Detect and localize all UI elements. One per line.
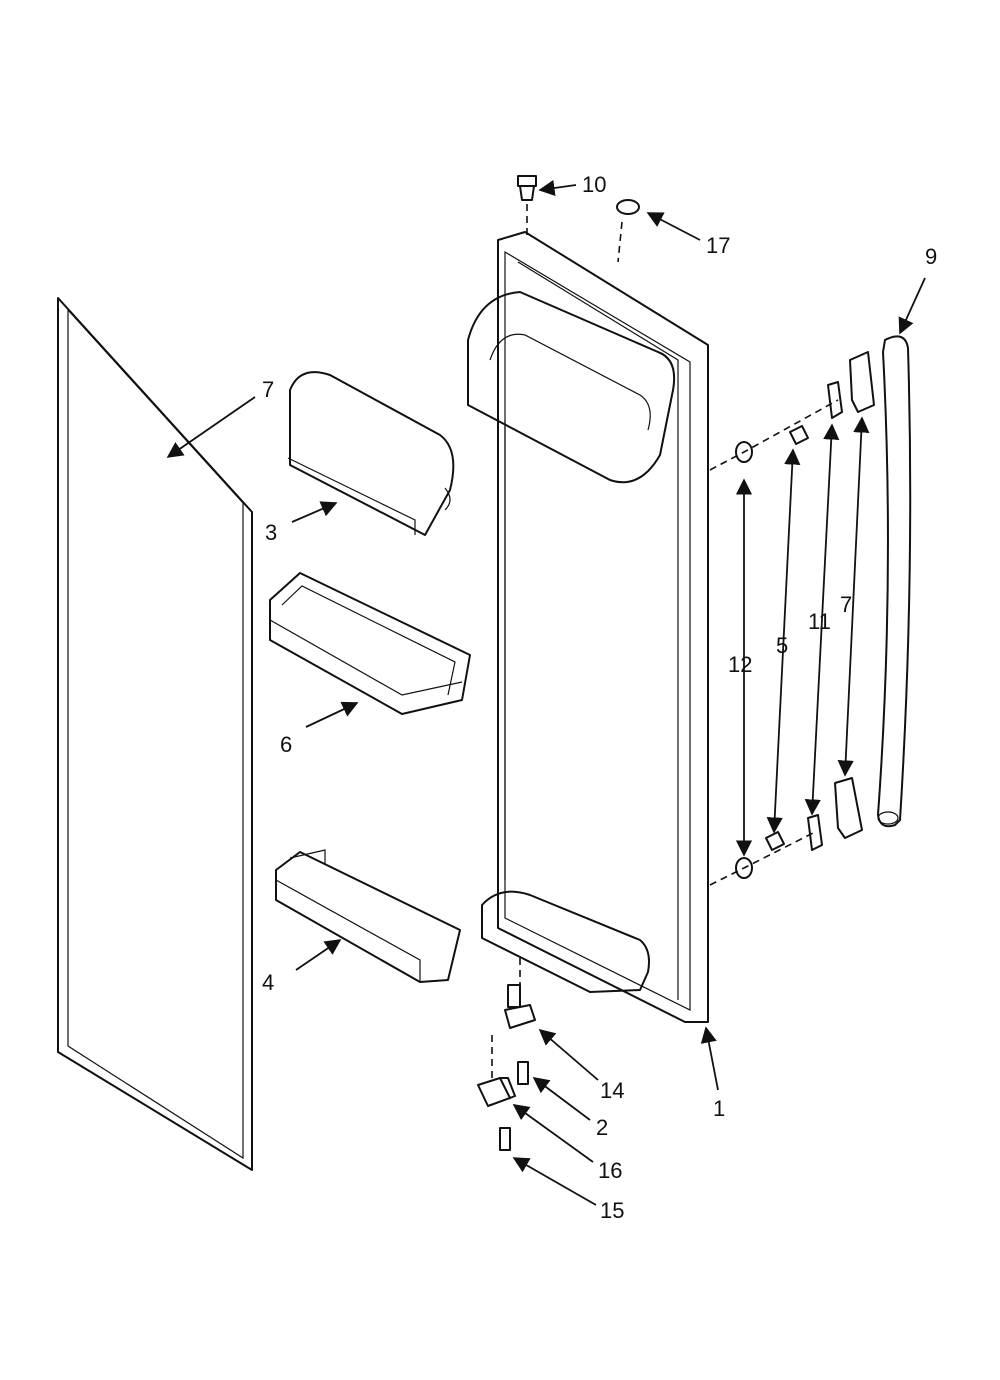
washer-bottom — [735, 857, 753, 879]
leader-4 — [295, 939, 342, 971]
leader-2 — [532, 1077, 591, 1121]
callout-11: 11 — [808, 609, 831, 634]
door-plug — [616, 199, 640, 215]
callout-3: 3 — [265, 520, 277, 545]
callout-7: 7 — [840, 592, 852, 617]
leader-9 — [898, 277, 926, 335]
leader-14 — [538, 1028, 599, 1081]
door-shelf-bar — [275, 849, 461, 983]
plug-button — [517, 175, 537, 201]
leader-15 — [512, 1157, 597, 1206]
callout-2: 2 — [596, 1115, 608, 1140]
dairy-compartment-cover — [287, 371, 455, 536]
door-bin — [269, 572, 471, 715]
leader-8 — [166, 396, 256, 458]
handle-clip-bottom — [807, 814, 823, 851]
refrigerator-door — [467, 231, 709, 1023]
handle-end-cap-bottom — [834, 777, 863, 839]
hinge-screw — [517, 1061, 529, 1085]
handle-clip-top — [827, 381, 843, 419]
handle-screw-top — [789, 425, 809, 445]
leader-6 — [305, 701, 359, 728]
callout-15: 15 — [600, 1198, 624, 1223]
handle-end-cap-top — [849, 351, 875, 413]
leader-11 — [804, 423, 840, 816]
bracket-screw — [499, 1127, 511, 1151]
leader-10 — [538, 179, 577, 197]
callout-1: 1 — [713, 1096, 725, 1121]
washer-top — [735, 441, 753, 463]
leader-16 — [512, 1104, 594, 1163]
callout-10: 10 — [582, 172, 606, 197]
leader-3 — [291, 501, 338, 523]
callout-9: 9 — [925, 244, 937, 269]
callout-17: 17 — [706, 233, 730, 258]
leader-17 — [646, 212, 701, 241]
callout-12: 12 — [728, 652, 752, 677]
hinge-bracket — [477, 1077, 516, 1107]
callout-8: 7 — [262, 377, 274, 402]
callout-4: 4 — [262, 970, 274, 995]
door-gasket — [57, 297, 253, 1171]
handle-screw-bottom — [765, 831, 785, 851]
hinge-pin — [504, 984, 536, 1029]
leader-5 — [766, 448, 801, 834]
leader-1 — [700, 1026, 719, 1091]
callout-6: 6 — [280, 732, 292, 757]
callout-16: 16 — [598, 1158, 622, 1183]
callout-5: 5 — [776, 633, 788, 658]
leader-7 — [837, 416, 870, 777]
callout-14: 14 — [600, 1078, 624, 1103]
door-handle — [877, 335, 912, 828]
